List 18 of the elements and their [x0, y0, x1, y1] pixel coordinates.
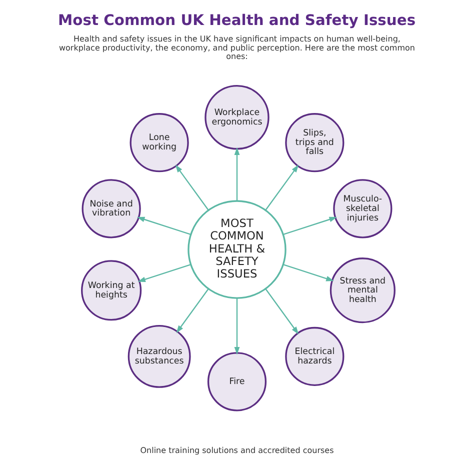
node-circle: Noise and vibration [82, 179, 141, 238]
node-circle: MOST COMMON HEALTH & SAFETY ISSUES [188, 200, 286, 299]
node-circle: Stress and mental health [330, 258, 396, 324]
diagram-title: Most Common UK Health and Safety Issues [58, 12, 416, 29]
arrow [283, 264, 334, 282]
arrow [265, 288, 299, 334]
node-circle: Workplace ergonomics [204, 85, 270, 150]
arrow [265, 164, 299, 210]
arrow [234, 298, 240, 355]
arrow [136, 216, 191, 236]
node-circle: Fire [207, 352, 267, 412]
arrow [234, 147, 240, 201]
arrow [176, 288, 209, 334]
node-circle: Working at heights [81, 260, 142, 321]
arrow [175, 164, 209, 210]
node-circle: Musculo-skeletal injuries [333, 179, 392, 238]
arrow [283, 216, 338, 236]
arrow [138, 264, 191, 282]
